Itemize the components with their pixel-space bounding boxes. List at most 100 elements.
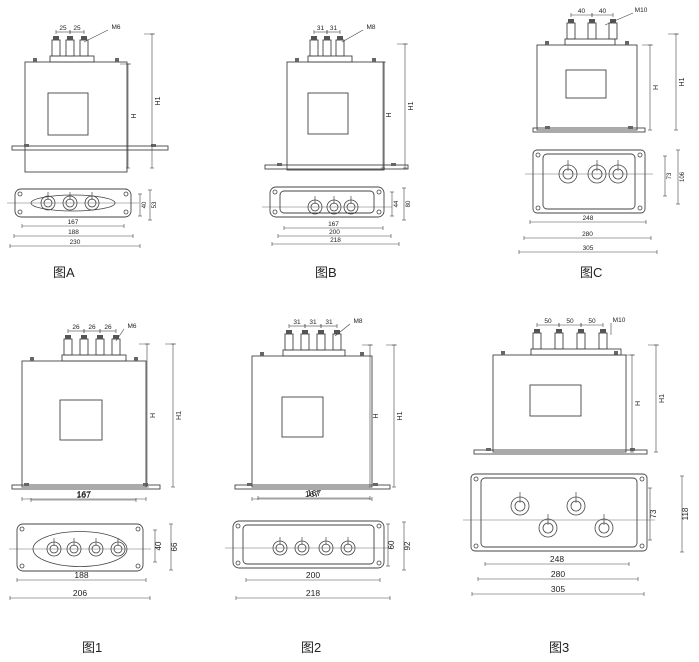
- base-dimension-label: 167: [76, 490, 90, 500]
- mounting-flange: [11, 484, 161, 490]
- terminal-post: [111, 338, 121, 356]
- side-dimension-label: 118: [681, 507, 690, 520]
- mounting-hole: [376, 523, 382, 529]
- thread-label: M8: [366, 24, 375, 31]
- base-dimension-label: 200: [306, 570, 320, 580]
- plan-view-inner: [279, 190, 375, 214]
- capacitor-body: [251, 355, 373, 488]
- base-dimension-label: 248: [583, 215, 594, 222]
- terminal-base: [49, 55, 95, 63]
- terminal-nut: [556, 329, 562, 333]
- plan-view-base: [532, 149, 646, 214]
- mounting-hole: [135, 526, 141, 532]
- terminal-post: [598, 332, 608, 350]
- mounting-hole: [535, 205, 541, 211]
- mounting-hole: [637, 152, 643, 158]
- mounting-hole: [376, 209, 382, 215]
- nameplate-window: [307, 92, 349, 135]
- base-dimension-label: 167: [68, 219, 79, 226]
- lifting-lug: [625, 41, 629, 45]
- mounting-foot: [151, 144, 156, 147]
- mounting-foot: [247, 483, 252, 486]
- base-dimension-label: 167: [328, 221, 339, 228]
- thread-leader: [83, 29, 109, 43]
- terminal-spacing-label: 40: [578, 8, 586, 15]
- base-dimension-label: 206: [73, 588, 87, 598]
- mounting-hole: [376, 560, 382, 566]
- lifting-lug: [372, 58, 376, 62]
- terminal-spacing-label: 40: [599, 8, 607, 15]
- mounting-foot: [391, 163, 396, 166]
- thread-leader: [334, 323, 351, 337]
- lifting-lug: [134, 357, 138, 361]
- terminal-nut: [67, 36, 73, 40]
- terminal-nut: [318, 330, 324, 334]
- figure-caption: 图C: [580, 265, 603, 280]
- lifting-lug: [115, 58, 119, 62]
- terminal-nut: [311, 36, 317, 40]
- capacitor-body: [536, 44, 638, 131]
- base-dimension-label: 188: [74, 570, 88, 580]
- terminal-nut: [568, 19, 574, 23]
- terminal-post: [566, 22, 576, 40]
- base-dimension-label: 305: [583, 245, 594, 252]
- terminal-post: [63, 338, 73, 356]
- base-dimension-label: 188: [68, 229, 79, 236]
- side-dimension-label: 53: [152, 201, 158, 208]
- base-dimension-label: 167: [307, 488, 321, 498]
- base-dimension-label: 218: [330, 237, 341, 244]
- terminal-base: [282, 349, 346, 357]
- figure-caption: 图A: [53, 265, 75, 280]
- side-dimension-label: 73: [667, 172, 673, 179]
- mounting-hole: [639, 476, 645, 482]
- terminal-base: [564, 38, 616, 46]
- terminal-base: [530, 348, 622, 356]
- height-label: H1: [679, 77, 686, 86]
- terminal-nut: [334, 330, 340, 334]
- mounting-hole: [473, 476, 479, 482]
- lifting-lug: [30, 357, 34, 361]
- terminal-spacing-label: 50: [566, 318, 574, 325]
- terminal-nut: [113, 335, 119, 339]
- terminal-spacing-label: 50: [544, 318, 552, 325]
- mounting-hole: [135, 563, 141, 569]
- height-label: H: [386, 112, 393, 117]
- terminal-spacing-label: 26: [88, 324, 96, 331]
- mounting-foot: [24, 483, 29, 486]
- mounting-foot: [143, 483, 148, 486]
- mounting-flange: [234, 484, 391, 490]
- height-label: H: [131, 113, 138, 118]
- mounting-hole: [272, 189, 278, 195]
- mounting-hole: [235, 523, 241, 529]
- lifting-lug: [360, 352, 364, 356]
- plan-view-base: [269, 186, 385, 218]
- terminal-spacing-label: 31: [293, 319, 301, 326]
- figure-caption: 图B: [315, 265, 337, 280]
- terminal-post: [316, 333, 326, 351]
- terminal-post: [300, 333, 310, 351]
- terminal-nut: [324, 36, 330, 40]
- terminal-nut: [589, 19, 595, 23]
- terminal-nut: [337, 36, 343, 40]
- base-dimension-label: 280: [551, 569, 565, 579]
- base-dimension-label: 230: [70, 239, 81, 246]
- terminal-base: [61, 354, 127, 362]
- side-dimension-label: 40: [142, 201, 148, 208]
- nameplate-window: [59, 399, 103, 441]
- nameplate-window: [565, 69, 607, 99]
- thread-leader: [341, 29, 364, 43]
- plan-view-inner: [480, 477, 638, 548]
- thread-label: M10: [635, 7, 648, 14]
- terminal-post: [554, 332, 564, 350]
- terminal-spacing-label: 31: [309, 319, 317, 326]
- body-width-label: 167: [77, 489, 91, 499]
- mounting-hole: [123, 191, 129, 197]
- side-dimension-label: 80: [406, 200, 412, 207]
- mounting-foot: [24, 144, 29, 147]
- thread-leader: [604, 12, 634, 26]
- plan-view-base: [16, 523, 144, 572]
- mounting-foot: [628, 126, 633, 129]
- mounting-flange: [473, 449, 648, 455]
